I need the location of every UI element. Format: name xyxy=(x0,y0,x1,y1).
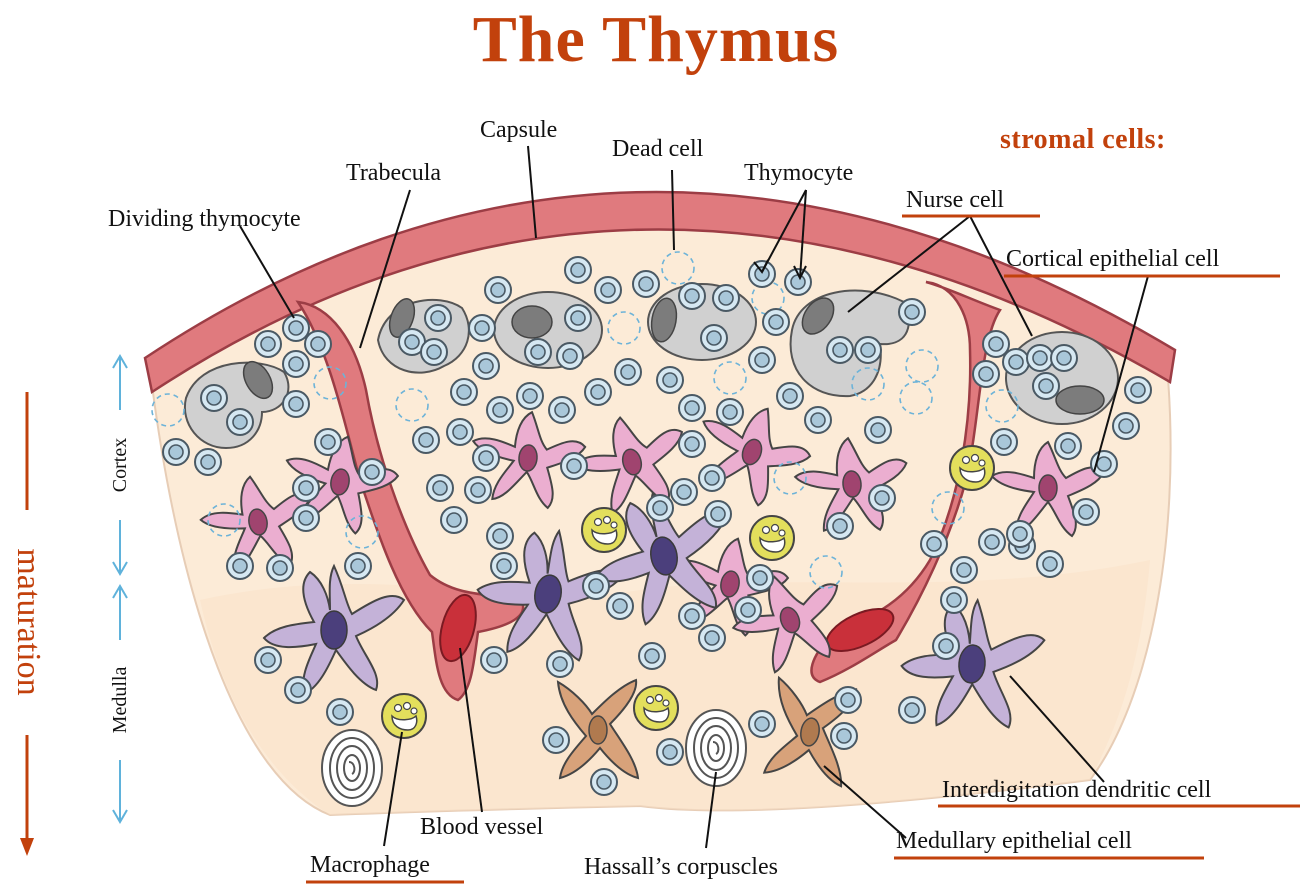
cortex-label: Cortex xyxy=(109,438,131,492)
label-macrophage: Macrophage xyxy=(310,852,430,878)
label-nurse-cell: Nurse cell xyxy=(906,187,1004,213)
label-blood-vessel: Blood vessel xyxy=(420,814,544,840)
label-interdigitation-dendritic-cell: Interdigitation dendritic cell xyxy=(942,777,1212,803)
label-trabecula: Trabecula xyxy=(346,160,441,186)
label-capsule: Capsule xyxy=(480,117,557,143)
label-hassalls-corpuscles: Hassall’s corpuscles xyxy=(584,854,778,880)
label-dead-cell: Dead cell xyxy=(612,136,704,162)
hassalls-corpuscle xyxy=(322,730,382,806)
label-thymocyte: Thymocyte xyxy=(744,160,853,186)
macrophage xyxy=(750,516,794,560)
label-medullary-epithelial-cell: Medullary epithelial cell xyxy=(896,828,1132,854)
label-cortical-epithelial-cell: Cortical epithelial cell xyxy=(1006,246,1220,272)
macrophage xyxy=(382,694,426,738)
macrophage xyxy=(582,508,626,552)
macrophage xyxy=(950,446,994,490)
macrophage xyxy=(634,686,678,730)
label-dividing-thymocyte: Dividing thymocyte xyxy=(108,206,301,232)
medulla-label: Medulla xyxy=(109,667,131,734)
